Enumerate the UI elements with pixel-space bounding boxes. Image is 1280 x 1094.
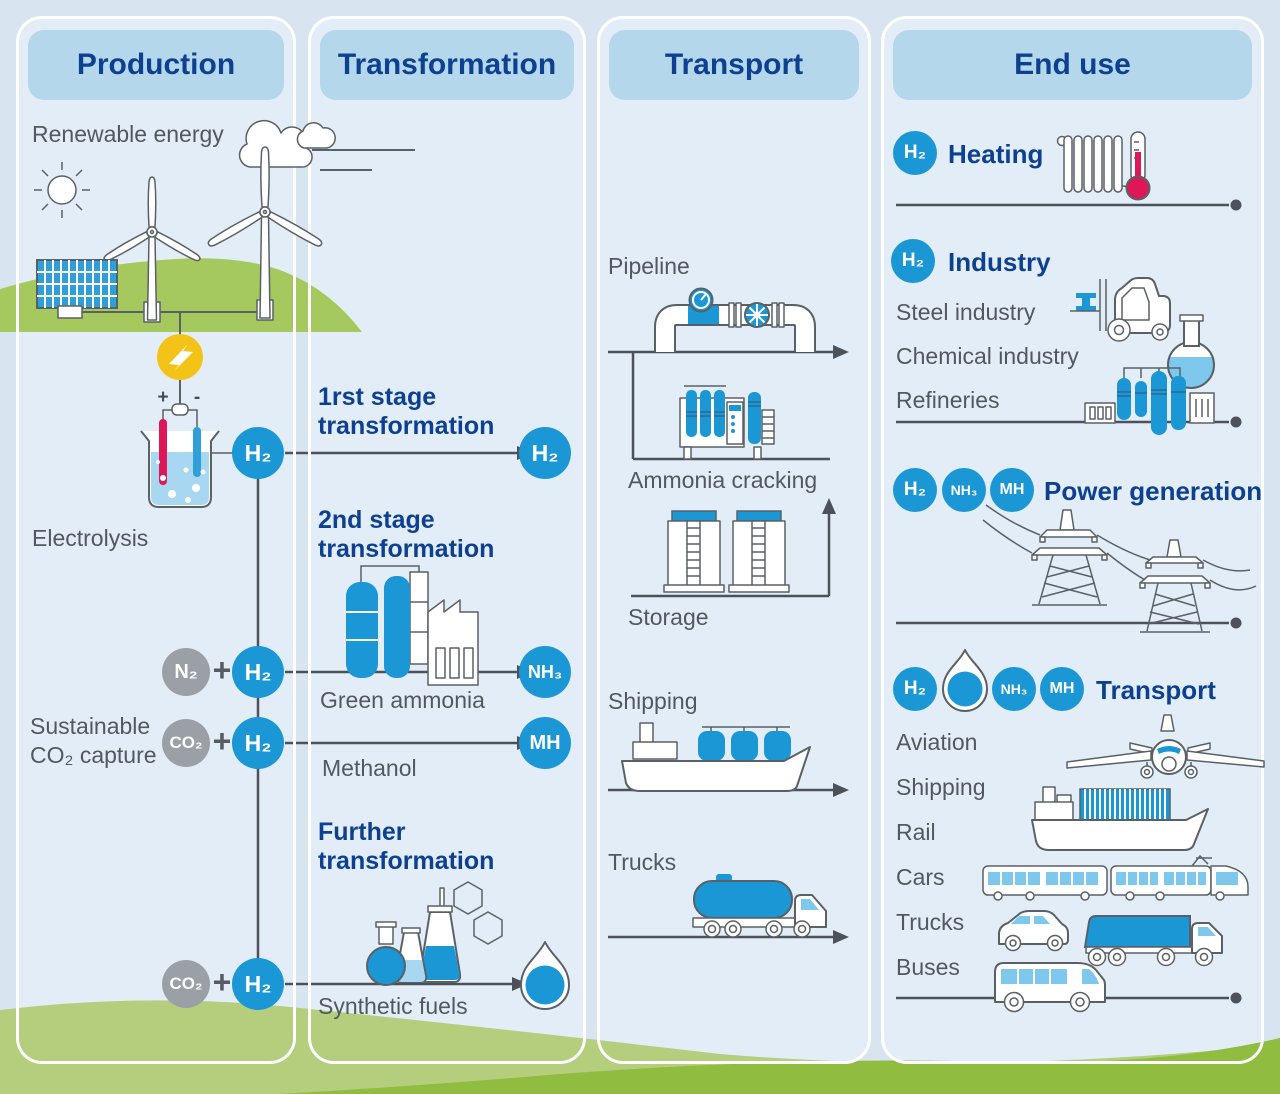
- refineries-label: Refineries: [896, 387, 1000, 413]
- thermometer-icon: [1125, 131, 1151, 201]
- electrode-minus-sign: -: [193, 387, 201, 408]
- n2-chip: N₂: [162, 648, 210, 696]
- wind-turbine-icon: [103, 176, 201, 323]
- nh3-chip: NH₃: [519, 646, 571, 698]
- radiator-icon: [1056, 135, 1131, 193]
- h2-chip: H₂: [232, 427, 284, 479]
- renewable-energy-label: Renewable energy: [32, 121, 224, 147]
- sun-icon: [34, 162, 90, 218]
- synthetic-fuels-label: Synthetic fuels: [318, 993, 468, 1019]
- container-ship-icon: [1031, 786, 1209, 851]
- storage-label: Storage: [628, 604, 709, 630]
- transmission-tower-icon: [1139, 539, 1211, 633]
- chemistry-flask-icon: [1167, 314, 1215, 389]
- power-generation-heading: Power generation: [1044, 476, 1263, 506]
- solar-panel-icon: [36, 259, 118, 319]
- forklift-icon: [1070, 277, 1171, 342]
- h2-chip: H₂: [232, 958, 284, 1010]
- aviation-label: Aviation: [896, 729, 978, 755]
- electrolysis-label: Electrolysis: [32, 525, 149, 551]
- ammonia-cracking-label: Ammonia cracking: [628, 467, 818, 493]
- plus-sign: +: [212, 723, 232, 760]
- co2-chip: CO₂: [162, 960, 210, 1008]
- h2-chip: H₂: [893, 131, 937, 175]
- bus-icon: [994, 962, 1106, 1013]
- co2-chip: CO₂: [162, 719, 210, 767]
- chemical-industry-label: Chemical industry: [896, 343, 1079, 369]
- airplane-icon: [1066, 714, 1265, 779]
- car-icon: [998, 910, 1069, 952]
- pipeline-arrow: [608, 345, 849, 461]
- ammonia-plant-icon: [346, 565, 479, 686]
- train-icon: [982, 854, 1249, 901]
- transformation-column-border: [308, 16, 586, 1064]
- nh3-chip: NH₃: [942, 468, 986, 512]
- trucks-label: Trucks: [608, 849, 677, 875]
- nh3-chip: NH₃: [992, 667, 1036, 711]
- hill-bottom-dark: [280, 1038, 1280, 1094]
- green-ammonia-label: Green ammonia: [320, 687, 485, 713]
- h2-chip: H₂: [893, 667, 937, 711]
- synthetic-fuels-arrow: [285, 977, 528, 991]
- shipping-use-label: Shipping: [896, 774, 986, 800]
- end-use-fuel-drop-icon: [942, 649, 988, 712]
- tanker-truck-icon: [692, 874, 827, 938]
- electricity-icon: [157, 334, 203, 380]
- h2-chip: H₂: [519, 427, 571, 479]
- shipping-label: Shipping: [608, 688, 698, 714]
- further-heading: Further transformation: [318, 818, 495, 875]
- heating-heading: Heating: [948, 139, 1044, 169]
- pipeline-label: Pipeline: [608, 253, 690, 279]
- mh-chip: MH: [519, 717, 571, 769]
- industry-heading: Industry: [948, 247, 1051, 277]
- transformation-header: Transformation: [320, 30, 574, 100]
- end-use-column-border: [881, 16, 1264, 1064]
- h2-chip: H₂: [232, 646, 284, 698]
- end-use-header: End use: [893, 30, 1252, 100]
- wind-lines: [312, 149, 415, 171]
- buses-label: Buses: [896, 954, 960, 980]
- plus-sign: +: [212, 964, 232, 1001]
- mh-chip: MH: [1040, 667, 1084, 711]
- plus-sign: +: [212, 652, 232, 689]
- trucks-arrow: [608, 930, 849, 944]
- power-lines: [982, 504, 1257, 591]
- rail-label: Rail: [896, 819, 936, 845]
- transport-column-border: [597, 16, 871, 1064]
- production-column-border: [16, 16, 296, 1064]
- cars-label: Cars: [896, 864, 945, 890]
- synthetic-fuel-drop-icon: [520, 941, 570, 1010]
- synthetic-fuels-flasks-icon: [366, 881, 503, 986]
- transmission-tower-icon: [1031, 509, 1108, 606]
- sustainable-co2-capture-label: Sustainable CO₂ capture: [30, 713, 157, 769]
- production-header: Production: [28, 30, 284, 100]
- stage2-heading: 2nd stage transformation: [318, 506, 495, 563]
- mh-chip: MH: [990, 468, 1034, 512]
- pipeline-icon: [654, 287, 816, 352]
- ammonia-cracking-icon: [679, 385, 775, 460]
- storage-lines: [631, 498, 836, 598]
- stage1-heading: 1rst stage transformation: [318, 383, 495, 440]
- transport-header: Transport: [609, 30, 859, 100]
- transformation-column: [308, 16, 586, 1064]
- steel-industry-label: Steel industry: [896, 299, 1036, 325]
- tanker-ship-icon: [621, 722, 811, 792]
- methanol-label: Methanol: [322, 755, 417, 781]
- h2-chip: H₂: [232, 717, 284, 769]
- h2-chip: H₂: [893, 468, 937, 512]
- truck-icon: [1083, 915, 1223, 967]
- wind-turbine-icon: [207, 146, 323, 321]
- electrolysis-beaker-icon: [140, 403, 220, 508]
- transport-use-heading: Transport: [1096, 675, 1216, 705]
- h2-chip: H₂: [891, 239, 935, 283]
- electrode-plus-sign: +: [157, 387, 169, 408]
- storage-tanks-icon: [663, 510, 790, 593]
- refinery-icon: [1084, 367, 1215, 435]
- trucks-use-label: Trucks: [896, 909, 965, 935]
- cloud-icon: [238, 119, 336, 168]
